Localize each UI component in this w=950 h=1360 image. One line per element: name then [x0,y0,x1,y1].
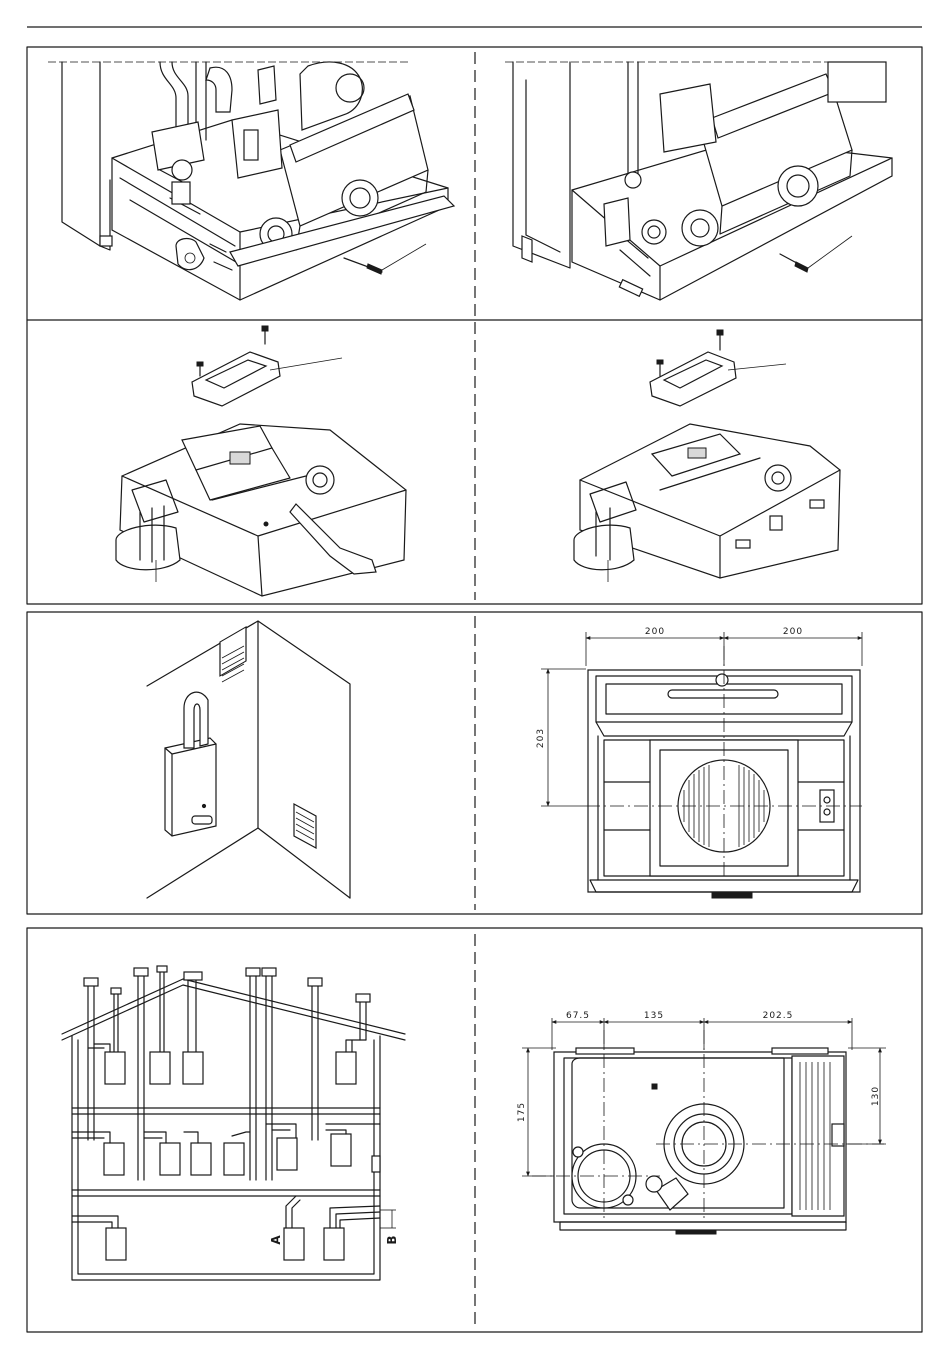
label-b: B [385,1235,399,1244]
dim-130: 130 [871,1086,881,1106]
room-installation-view [147,621,350,898]
boiler-bottom-view-dimensions: 67.5 135 202.5 175 130 [517,1011,886,1234]
boiler-internal-view-right [505,62,892,300]
dim-top-left: 200 [645,627,665,637]
dim-left-203: 203 [536,728,546,748]
combustion-chamber-with-frame-left [116,326,406,596]
dim-135: 135 [644,1011,664,1021]
label-a: A [269,1235,283,1245]
boiler-internal-view-left [48,62,454,300]
dim-67-5: 67.5 [566,1011,590,1021]
dim-175: 175 [517,1102,527,1122]
boiler-top-view-dimensions: 200 200 203 [536,627,862,898]
combustion-chamber-with-frame-right [574,330,840,582]
building-flue-configurations: A B [62,966,405,1280]
dim-202-5: 202.5 [763,1011,794,1021]
dim-top-right: 200 [783,627,803,637]
boiler-units [72,1040,380,1260]
